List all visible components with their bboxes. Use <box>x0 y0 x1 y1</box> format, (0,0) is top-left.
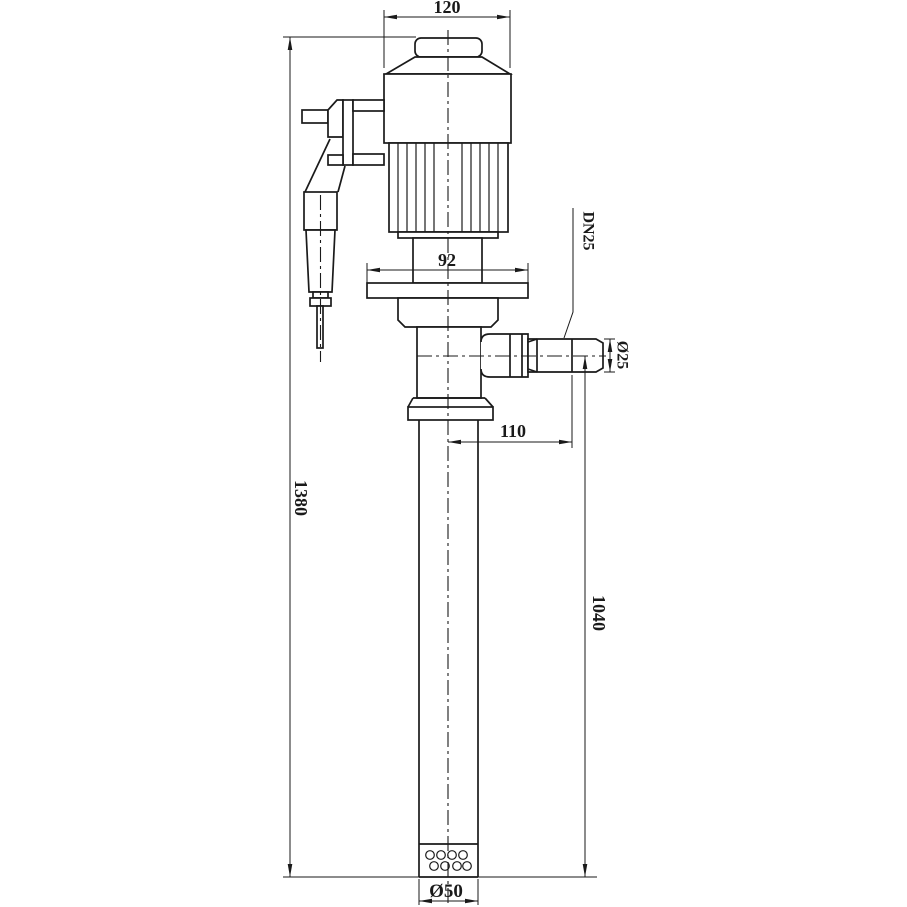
handle-clamp-lower-bar <box>352 153 385 166</box>
pump-head-column <box>416 326 482 399</box>
handle-bracket-block <box>327 99 344 138</box>
handle-bracket-step <box>327 154 344 166</box>
dimension-overall-length: 1380 <box>283 36 597 878</box>
dim-outlet-offset-label: 110 <box>500 421 526 441</box>
dim-flange-width-label: 92 <box>438 250 456 270</box>
tube-coupling-ring <box>407 406 494 421</box>
dimension-outlet-offset: 110 <box>448 375 573 448</box>
outlet-connection-callout: DN25 <box>563 208 597 339</box>
flange-block <box>397 297 499 328</box>
pump-head <box>407 326 494 421</box>
suction-holes <box>425 850 472 871</box>
dim-motor-width-label: 120 <box>434 0 461 17</box>
handle-knob <box>301 109 329 124</box>
dim-tube-length-label: 1040 <box>589 595 609 631</box>
dim-overall-length-label: 1380 <box>291 480 311 516</box>
dimension-outlet-diameter: Ø25 <box>604 338 631 373</box>
head-flare-left <box>407 397 414 408</box>
dimension-tube-length: 1040 <box>582 356 609 877</box>
dim-outlet-diameter-label: Ø25 <box>614 341 631 369</box>
outlet-nipple-chamfer-bottom <box>527 368 538 373</box>
handle-arm-outer-edge <box>304 138 331 193</box>
outlet-nipple-chamfer-top <box>527 338 538 343</box>
dn25-leader-line <box>563 208 574 339</box>
handle-arm-inner-edge <box>337 165 346 193</box>
head-flare-right <box>484 397 494 408</box>
dimension-tube-diameter: Ø50 <box>418 879 479 905</box>
outlet-connection-label: DN25 <box>580 211 597 250</box>
dim-tube-diameter-label: Ø50 <box>429 881 463 902</box>
handle-assembly <box>301 99 385 362</box>
dimension-motor-width: 120 <box>383 0 511 68</box>
dimension-flange-width: 92 <box>366 250 529 283</box>
centerlines <box>417 30 606 905</box>
outlet-nipple <box>527 338 604 373</box>
handle-clamp-upper-bar <box>352 99 385 112</box>
handle-bracket-plate <box>342 99 354 166</box>
